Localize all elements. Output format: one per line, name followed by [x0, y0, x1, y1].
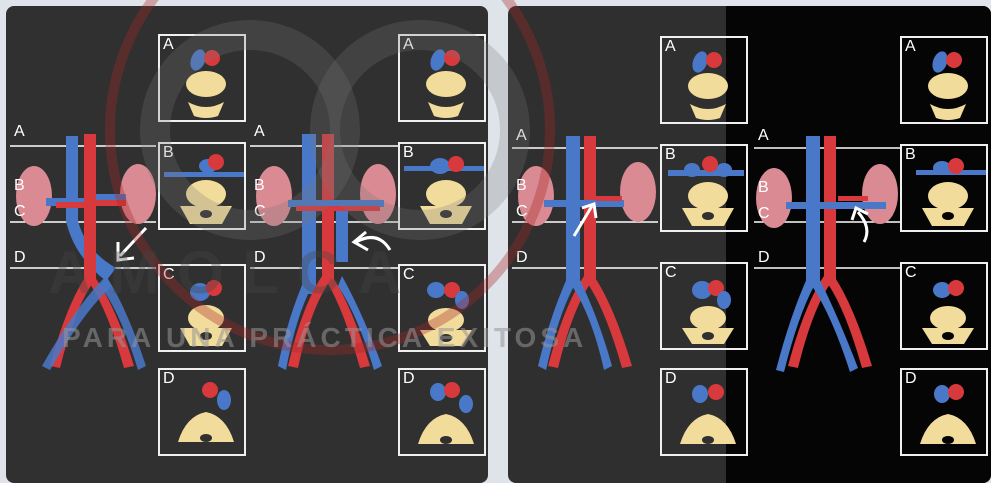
- section-box-d-2: D: [398, 368, 486, 456]
- level-label-d-2: D: [254, 250, 266, 266]
- section-box-b-2: B: [398, 142, 486, 230]
- level-label-b-2: B: [254, 178, 265, 194]
- section-box-d-4: D: [900, 368, 988, 456]
- level-label-d-4: D: [758, 250, 770, 266]
- section-box-a-4: A: [900, 36, 988, 124]
- section-box-c-4: C: [900, 262, 988, 350]
- right-panel: A B C D A B C: [508, 6, 991, 483]
- level-label-a-2: A: [254, 124, 265, 140]
- level-label-a-4: A: [758, 128, 769, 144]
- section-box-c-2: C: [398, 264, 486, 352]
- section-box-b-4: B: [900, 144, 988, 232]
- left-panel: A B C D A B C D: [6, 6, 488, 483]
- level-label-c-4: C: [758, 206, 770, 222]
- section-box-a-2: A: [398, 34, 486, 122]
- level-label-c-2: C: [254, 204, 266, 220]
- level-label-b-4: B: [758, 180, 769, 196]
